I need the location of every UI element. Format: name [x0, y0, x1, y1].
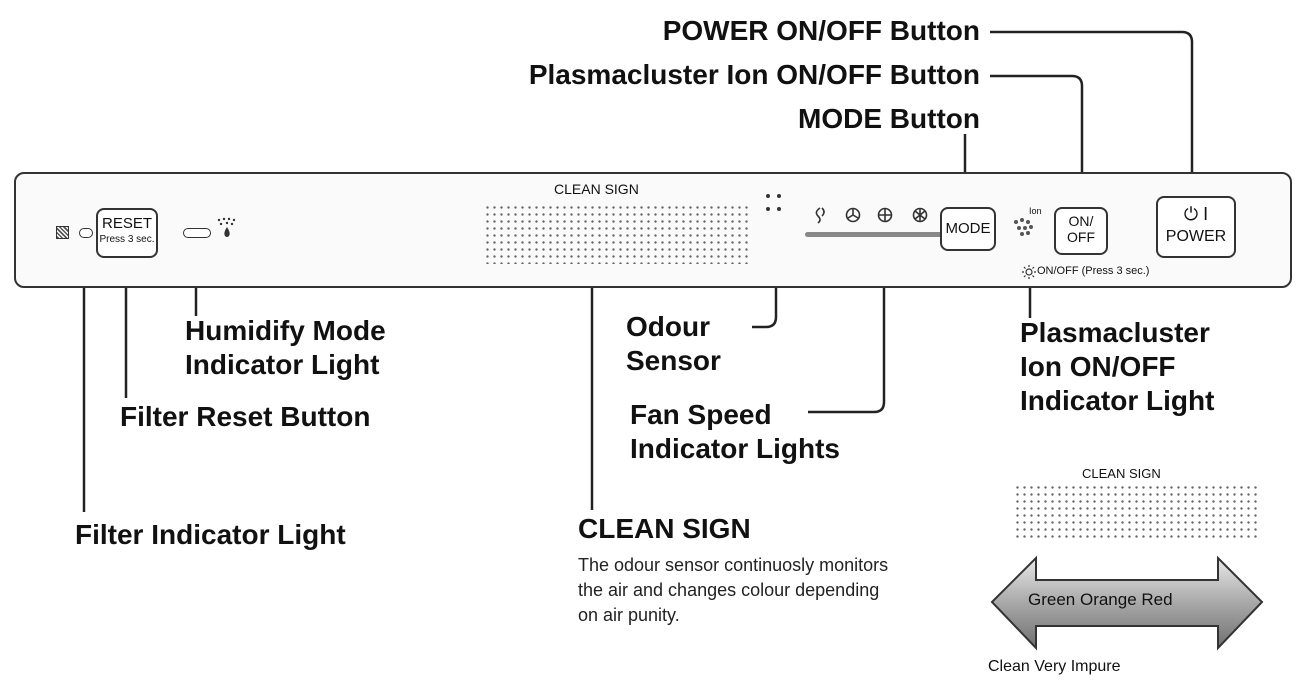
humidify-icon: [217, 217, 236, 237]
odour-sensor-label: Odour Sensor: [626, 310, 721, 378]
mode-button-label: MODE Button: [798, 103, 980, 134]
clean-sign-description: The odour sensor continuosly monitors th…: [578, 553, 888, 628]
filter-reset-button[interactable]: RESET Press 3 sec.: [96, 208, 158, 258]
power-button-label: POWER ON/OFF Button: [662, 15, 980, 46]
legend-bottom-text: Clean Very Impure: [988, 658, 1121, 675]
press-note: ON/OFF (Press 3 sec.): [1037, 265, 1150, 277]
clean-desc-line3: on air punity.: [578, 605, 680, 625]
clean-sign-heading: CLEAN SIGN: [578, 513, 751, 544]
sun-icon: [1022, 265, 1036, 279]
fan-speed-icons: [815, 207, 928, 224]
filter-indicator-light: [79, 228, 93, 238]
panel-clean-sign-label: CLEAN SIGN: [554, 181, 639, 197]
reset-button-subtext: Press 3 sec.: [99, 234, 155, 246]
onoff-button-text-2: OFF: [1067, 229, 1095, 246]
humidify-indicator-light: [183, 228, 211, 238]
ion-label: Ion: [1029, 206, 1042, 216]
plasma-ind-line1: Plasmacluster: [1020, 317, 1210, 348]
control-panel: RESET Press 3 sec. CLEAN SIGN MODE: [14, 172, 1292, 288]
mode-button-text: MODE: [945, 220, 991, 237]
power-icon: ⏻ I: [1183, 204, 1209, 224]
onoff-button-text-1: ON/: [1068, 213, 1094, 229]
legend-clean-sign-label: CLEAN SIGN: [1082, 466, 1161, 481]
plasmacluster-button-label: Plasmacluster Ion ON/OFF Button: [528, 59, 980, 90]
plasma-ind-line3: Indicator Light: [1020, 385, 1215, 416]
clean-sign-display: [484, 204, 748, 264]
plasmacluster-onoff-button[interactable]: ON/ OFF: [1054, 207, 1108, 255]
legend-clean-sign-display: [1014, 484, 1258, 538]
clean-desc-line1: The odour sensor continuosly monitors: [578, 555, 889, 575]
arrow-colour-text: Green Orange Red: [1028, 590, 1173, 609]
power-button[interactable]: ⏻ I POWER: [1156, 196, 1236, 258]
odour-sensor: [766, 194, 781, 211]
filter-indicator-label: Filter Indicator Light: [75, 519, 346, 550]
humidify-mode-label: Humidify Mode Indicator Light: [185, 314, 386, 382]
fan-label-line1: Fan Speed: [630, 399, 772, 430]
colour-scale-arrow: [990, 555, 1264, 651]
fan-speed-indicator-lights: [805, 232, 945, 237]
plasma-ind-line2: Ion ON/OFF: [1020, 351, 1176, 382]
plasmacluster-indicator-label: Plasmacluster Ion ON/OFF Indicator Light: [1020, 316, 1214, 418]
fan-speed-label: Fan Speed Indicator Lights: [630, 398, 840, 466]
filter-reset-label: Filter Reset Button: [120, 401, 371, 432]
reset-button-text: RESET: [101, 215, 152, 232]
clean-desc-line2: the air and changes colour depending: [578, 580, 880, 600]
power-button-text: POWER: [1165, 227, 1227, 245]
odour-label-line2: Sensor: [626, 345, 721, 376]
filter-icon: [56, 226, 69, 239]
odour-label-line1: Odour: [626, 311, 710, 342]
mode-button[interactable]: MODE: [940, 207, 996, 251]
humidify-label-line1: Humidify Mode: [185, 315, 386, 346]
ion-icon: [1014, 218, 1033, 236]
humidify-label-line2: Indicator Light: [185, 349, 380, 380]
fan-label-line2: Indicator Lights: [630, 433, 840, 464]
